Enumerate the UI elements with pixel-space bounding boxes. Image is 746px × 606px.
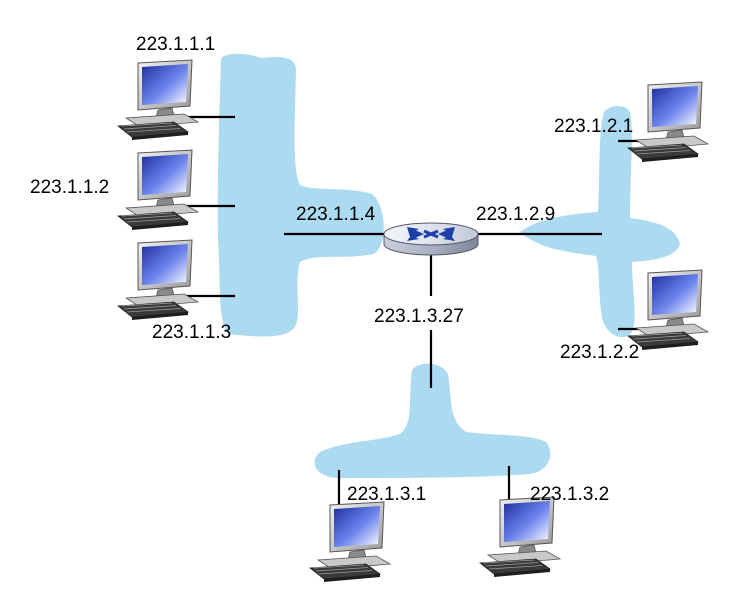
desktop-computer-icon-223-1-1-3: [117, 239, 199, 321]
router-interface-label-223-1-2-9: 223.1.2.9: [476, 204, 555, 225]
host-label-223-1-3-2: 223.1.3.2: [530, 484, 609, 505]
desktop-computer-icon-223-1-1-1: [117, 59, 199, 141]
host-label-223-1-1-1: 223.1.1.1: [136, 34, 215, 55]
desktop-computer-icon-223-1-2-2: [627, 269, 709, 351]
desktop-computer-icon-223-1-3-2: [479, 496, 561, 578]
desktop-computer-icon-223-1-2-1: [627, 81, 709, 163]
host-label-223-1-1-2: 223.1.1.2: [30, 177, 109, 198]
desktop-computer-icon-223-1-1-2: [117, 149, 199, 231]
host-label-223-1-3-1: 223.1.3.1: [347, 484, 426, 505]
router-interface-label-223-1-3-27: 223.1.3.27: [374, 306, 464, 327]
host-label-223-1-2-2: 223.1.2.2: [560, 342, 639, 363]
links: [185, 115, 650, 504]
host-label-223-1-1-3: 223.1.1.3: [152, 322, 231, 343]
router-icon: [383, 222, 479, 256]
host-label-223-1-2-1: 223.1.2.1: [554, 116, 633, 137]
subnet-2-shape: [520, 106, 680, 338]
router-interface-label-223-1-1-4: 223.1.1.4: [296, 204, 376, 225]
desktop-computer-icon-223-1-3-1: [309, 501, 391, 583]
subnet-3-shape: [314, 363, 551, 478]
subnet-1-shape: [217, 53, 384, 337]
